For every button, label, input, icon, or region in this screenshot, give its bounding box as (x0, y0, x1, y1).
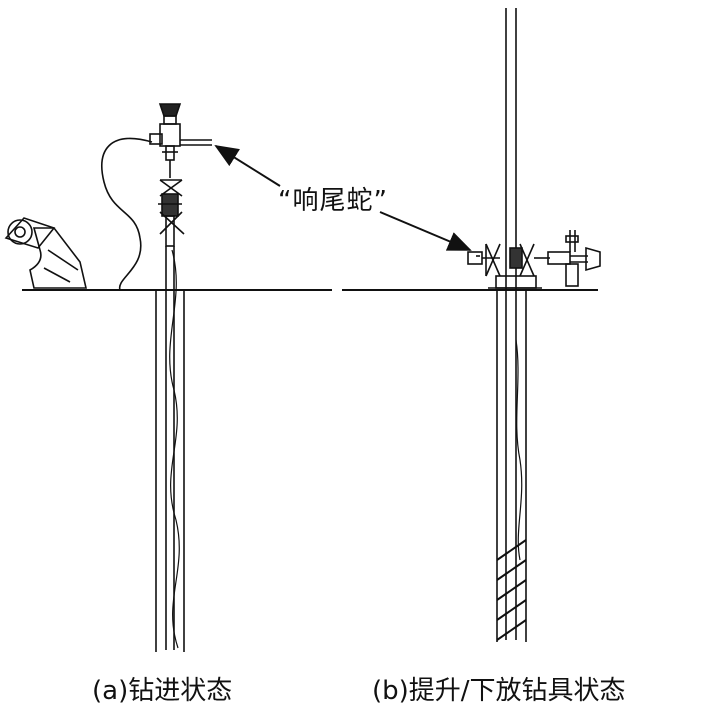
borehole-b (496, 290, 527, 642)
rattlesnake-device-a (158, 160, 185, 247)
swivel-head (149, 103, 212, 161)
downhole-hose-a (169, 249, 180, 649)
drill-rod-a (165, 246, 175, 650)
arrow-to-device-a (214, 144, 281, 187)
borehole-a (155, 290, 185, 652)
arrow-to-device-b (379, 211, 472, 251)
callout-label: “响尾蛇” (278, 186, 388, 216)
reel-machine (4, 217, 88, 289)
spiral-tool (496, 539, 527, 641)
drill-pipe-b (505, 8, 517, 640)
caption-b: (b)提升/下放钻具状态 (372, 676, 626, 706)
rattlesnake-device-b (467, 230, 601, 289)
caption-a: (a)钻进状态 (92, 676, 233, 706)
hose (101, 137, 153, 291)
